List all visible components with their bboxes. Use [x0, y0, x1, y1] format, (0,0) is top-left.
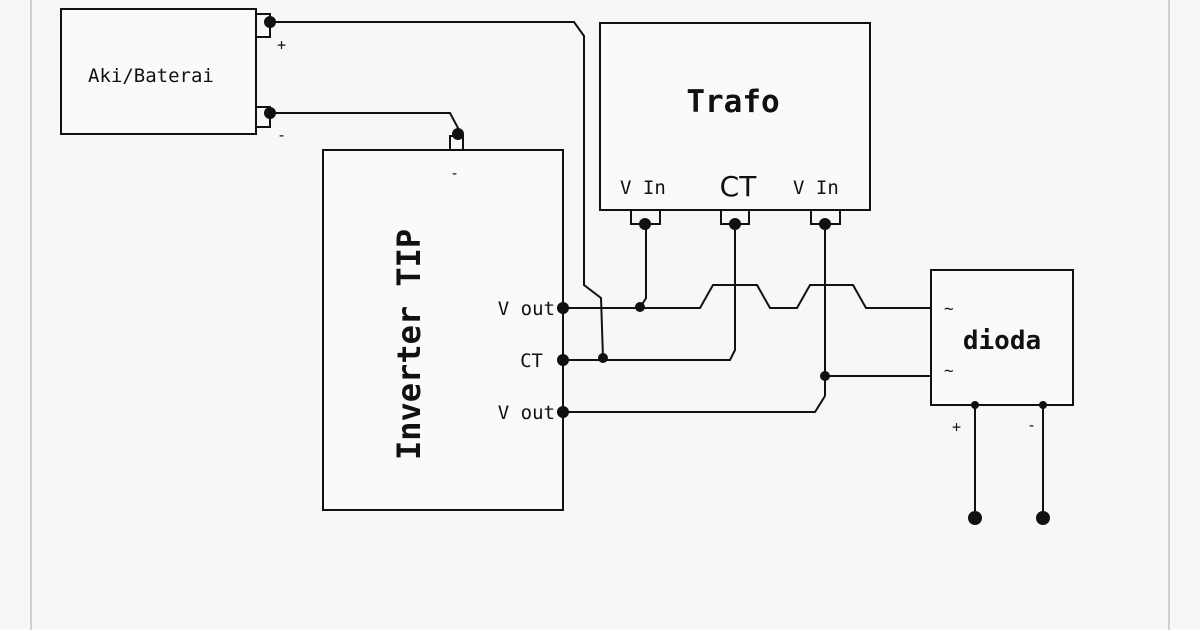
inverter-ct-label: CT: [520, 350, 543, 372]
trafo-vin1-label: V In: [620, 177, 666, 199]
trafo-label: Trafo: [686, 84, 779, 120]
trafo-vin2-label: V In: [793, 177, 839, 199]
wire-vout1: [563, 284, 931, 309]
dioda-label: dioda: [963, 326, 1041, 356]
dioda-plus-pin: [971, 401, 979, 409]
dioda-box: [930, 269, 1074, 406]
junction-vout1: [635, 302, 645, 312]
trafo-vin1-node: [639, 218, 651, 230]
dioda-minus-pin: [1039, 401, 1047, 409]
dioda-ac1-label: ~: [944, 299, 954, 318]
junction-vin2: [820, 371, 830, 381]
wire-vout2: [563, 395, 826, 413]
inverter-vout2-node: [557, 406, 569, 418]
trafo-box: [599, 22, 871, 211]
inverter-minus-label: -: [450, 164, 459, 182]
battery-label: Aki/Baterai: [88, 65, 214, 87]
dioda-minus-label: -: [1027, 416, 1036, 434]
wire-battery-minus: [270, 112, 459, 136]
battery-plus-label: +: [277, 36, 286, 54]
dioda-plus-label: +: [952, 418, 961, 436]
dioda-ac2-label: ~: [944, 361, 954, 380]
inverter-label: Inverter TIP: [390, 229, 428, 460]
inverter-vout1-node: [557, 302, 569, 314]
battery-minus-node: [264, 107, 276, 119]
trafo-vin2-node: [819, 218, 831, 230]
inverter-box: [322, 149, 564, 511]
battery-plus-node: [264, 16, 276, 28]
battery-minus-label: -: [277, 126, 286, 144]
inverter-minus-node: [452, 128, 464, 140]
output-plus-node: [968, 511, 982, 525]
inverter-ct-node: [557, 354, 569, 366]
output-minus-node: [1036, 511, 1050, 525]
trafo-ct-node: [729, 218, 741, 230]
wire-ct: [563, 224, 736, 361]
inverter-vout1-label: V out: [498, 298, 555, 320]
battery-box: [60, 8, 257, 135]
inverter-vout2-label: V out: [498, 402, 555, 424]
wire-trafo-vin1: [639, 224, 647, 309]
trafo-ct-label: CT: [720, 170, 758, 203]
junction-ct: [598, 353, 608, 363]
